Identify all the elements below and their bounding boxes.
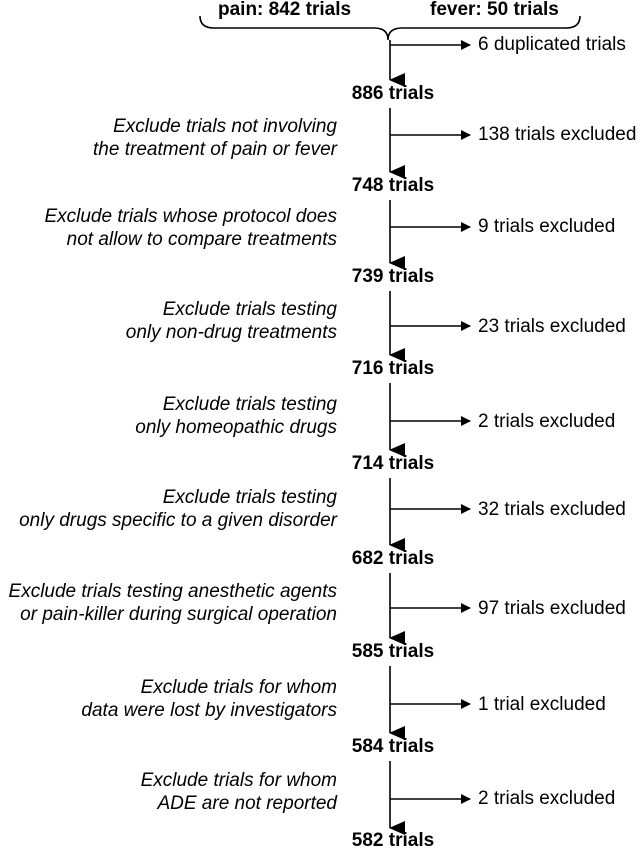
count-label: 886 trials (351, 83, 435, 104)
count-label: 714 trials (351, 453, 435, 474)
merge-brace (199, 15, 581, 41)
final-count-label: 582 trials (351, 830, 435, 851)
flow-lines (389, 40, 471, 835)
excluded-label: 2 trials excluded (478, 411, 616, 432)
duplicates-label: 6 duplicated trials (478, 34, 626, 55)
source-fever-label: fever: 50 trials (430, 0, 559, 20)
excluded-label: 97 trials excluded (478, 598, 626, 619)
count-label: 584 trials (351, 736, 435, 757)
excluded-label: 2 trials excluded (478, 788, 616, 809)
excluded-label: 23 trials excluded (478, 316, 626, 337)
excluded-label: 32 trials excluded (478, 499, 626, 520)
criterion-text: Exclude trials testing anesthetic agents… (8, 581, 337, 625)
excluded-label: 1 trial excluded (478, 694, 606, 715)
count-label: 739 trials (351, 266, 435, 287)
excluded-label: 138 trials excluded (478, 124, 637, 145)
count-label: 682 trials (351, 548, 435, 569)
count-label: 585 trials (351, 641, 435, 662)
excluded-label: 9 trials excluded (478, 216, 616, 237)
source-pain-label: pain: 842 trials (218, 0, 352, 20)
count-label: 748 trials (351, 175, 435, 196)
count-label: 716 trials (351, 358, 435, 379)
